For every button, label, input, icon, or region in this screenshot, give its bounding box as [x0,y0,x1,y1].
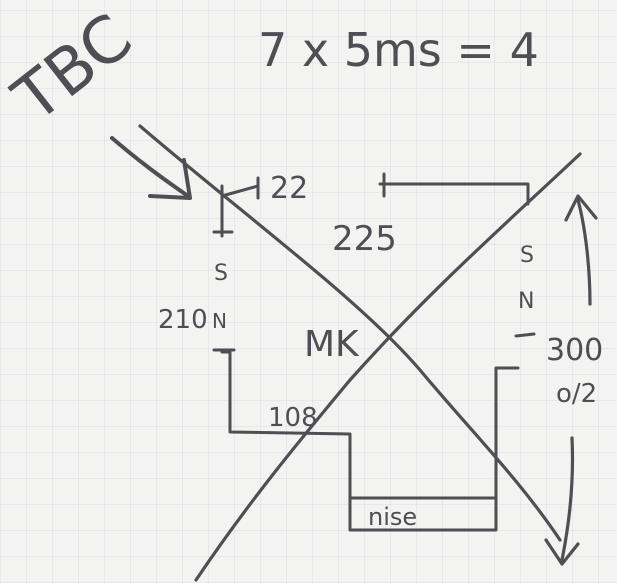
right-height-tick [514,332,536,338]
left-height-text: 210 [158,305,208,335]
rise-box [348,496,498,532]
rise-label-text: nise [368,503,417,531]
top-left-dim-text: 22 [270,171,308,206]
formula-text: 7 x 5ms = 4 [258,23,539,77]
center-label-text: MK [304,324,360,365]
right-dim-sub-text: o/2 [556,379,597,409]
room-outline-top-right [378,182,530,206]
cross-line-a [138,124,562,542]
left-height-ticks [212,230,236,352]
step-dim-text: 108 [268,403,318,433]
cross-line-b [194,152,582,582]
right-marker-bottom-text: N [518,289,534,314]
right-dim-arrow-lower [560,436,575,562]
left-height-marker-bottom-text: N [212,309,227,333]
right-marker-top-text: S [520,243,534,268]
top-width-text: 225 [332,219,397,259]
right-dim-arrow-down-head [544,538,580,566]
corner-label-text: TBC [0,0,146,137]
corner-arrow-line [110,136,190,198]
left-height-marker-text: S [214,261,228,286]
right-dim-arrow-up-head [564,194,598,222]
corner-arrow-head [148,158,192,200]
right-dim-text: 300 [546,333,603,368]
right-dim-arrow-upper [576,198,592,306]
